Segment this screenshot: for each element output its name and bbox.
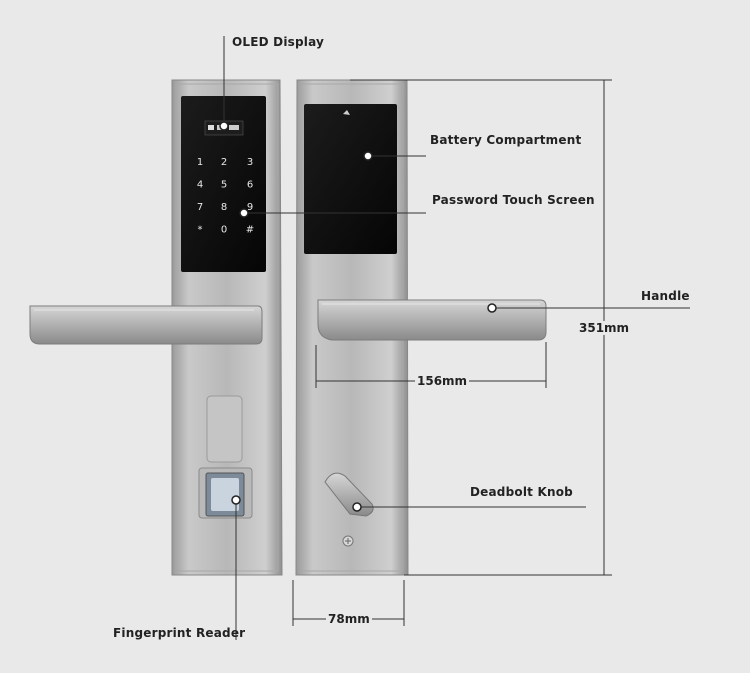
keypad-key[interactable]: 2 <box>221 157 227 168</box>
keypad-key[interactable]: 1 <box>197 157 203 168</box>
oled-display-label: OLED Display <box>232 35 325 49</box>
handle-label: Handle <box>641 289 690 303</box>
front-handle[interactable] <box>29 305 263 345</box>
fingerprint-reader-label: Fingerprint Reader <box>113 626 246 640</box>
keypad-key[interactable]: 8 <box>221 202 227 213</box>
password-touch-screen-label: Password Touch Screen <box>432 193 595 207</box>
keypad-key[interactable]: 6 <box>247 180 253 191</box>
front-panel: 1 2 3 4 5 6 7 8 9 * 0 # <box>171 79 283 576</box>
back-handle[interactable] <box>317 299 547 341</box>
handle-length-dimension: 156mm <box>415 374 470 388</box>
keypad-key[interactable]: 3 <box>247 157 253 168</box>
keypad: 1 2 3 4 5 6 7 8 9 * 0 # <box>197 157 254 236</box>
width-dimension: 78mm <box>326 612 372 626</box>
keypad-key[interactable]: 9 <box>247 202 253 213</box>
keypad-key[interactable]: 5 <box>221 180 227 191</box>
keypad-key[interactable]: 0 <box>221 225 227 236</box>
battery-compartment-label: Battery Compartment <box>430 133 582 147</box>
card-reader-area <box>206 395 243 463</box>
keypad-key[interactable]: 7 <box>197 202 203 213</box>
battery-cover[interactable] <box>304 104 397 254</box>
front-touch-screen[interactable] <box>181 96 266 272</box>
callout-dots <box>219 121 497 512</box>
deadbolt-knob-label: Deadbolt Knob <box>470 485 573 499</box>
keypad-key[interactable]: 4 <box>197 180 203 191</box>
keypad-key[interactable]: * <box>198 225 203 236</box>
callout-lines <box>223 36 690 640</box>
keypad-key[interactable]: # <box>246 225 254 236</box>
height-dimension: 351mm <box>577 321 632 335</box>
